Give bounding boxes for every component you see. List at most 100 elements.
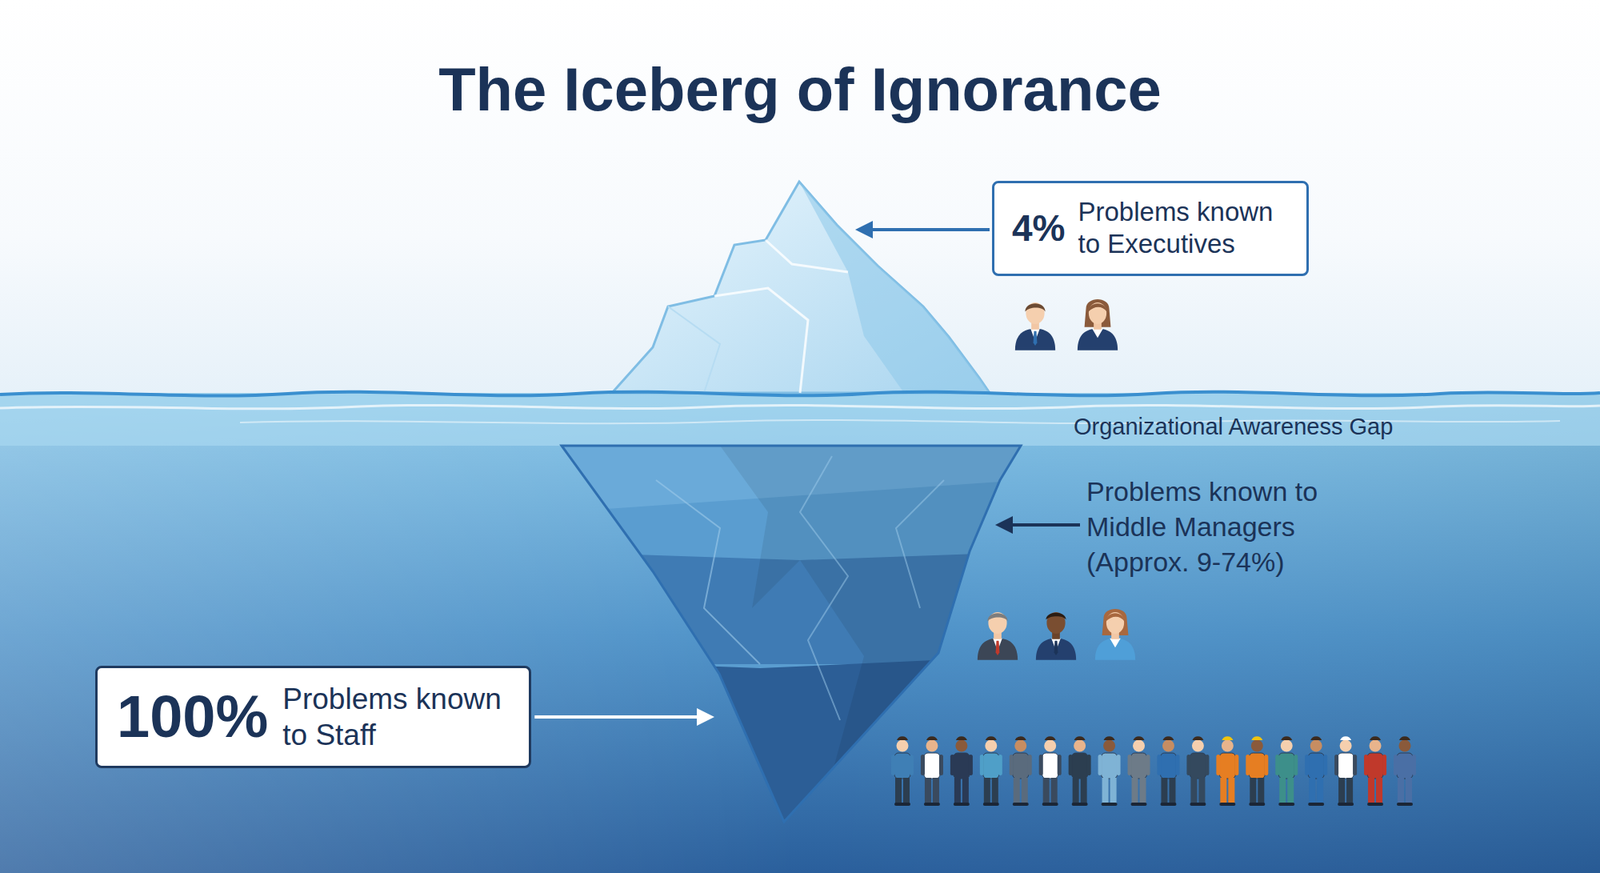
staff-shoes	[1072, 802, 1088, 806]
staff-hair	[1369, 736, 1381, 740]
staff-shoes	[894, 802, 911, 806]
staff-head	[925, 740, 938, 752]
staff-figure	[1128, 736, 1151, 806]
staff-head	[1132, 740, 1145, 752]
staff-head	[1340, 740, 1352, 752]
staff-leg	[1376, 777, 1383, 804]
staff-body	[1131, 752, 1148, 779]
staff-body	[1278, 752, 1295, 779]
staff-body	[1248, 752, 1265, 779]
iceberg-tip	[612, 181, 990, 393]
staff-hair	[1192, 736, 1204, 740]
iceberg-underwater	[560, 445, 1024, 832]
staff-leg	[1190, 777, 1197, 804]
staff-arm	[1334, 754, 1339, 776]
staff-head	[984, 740, 997, 752]
staff-hair	[1044, 736, 1056, 740]
staff-arm	[1039, 754, 1044, 776]
staff-body	[1101, 752, 1118, 779]
staff-leg	[1021, 777, 1028, 804]
staff-arm	[1087, 754, 1092, 776]
staff-figure	[1245, 736, 1268, 806]
staff-head	[1192, 740, 1204, 752]
staff-hair	[1280, 736, 1292, 740]
staff-hair	[1221, 736, 1233, 740]
staff-arm	[1057, 754, 1062, 776]
staff-head	[1369, 740, 1382, 752]
staff-shoes	[1012, 802, 1029, 806]
staff-leg	[1080, 777, 1088, 804]
staff-leg	[1140, 777, 1147, 804]
staff-leg	[1043, 777, 1050, 804]
staff-body	[1072, 752, 1088, 779]
staff-arm	[1216, 754, 1220, 776]
staff-leg	[954, 777, 961, 804]
staff-hair	[1162, 736, 1174, 740]
staff-head	[1251, 740, 1264, 752]
staff-leg	[962, 777, 969, 804]
staff-leg	[1072, 777, 1080, 804]
staff-hair	[1015, 736, 1027, 740]
staff-arm	[1275, 754, 1280, 776]
callout-box: 4%Problems known to Executives	[992, 180, 1309, 276]
staff-body	[1160, 752, 1176, 779]
staff-arm	[1393, 754, 1398, 776]
staff-shoes	[1337, 802, 1354, 806]
staff-shoes	[1219, 802, 1236, 806]
staff-shoes	[1308, 802, 1324, 806]
staff-figure	[1186, 736, 1209, 806]
staff-leg	[1308, 777, 1316, 804]
staff-leg	[1110, 777, 1117, 804]
diagram-title: The Iceberg of Ignorance	[0, 54, 1600, 124]
staff-leg	[992, 777, 999, 804]
manager-arrow-head	[995, 516, 1013, 534]
staff-figure	[1156, 736, 1180, 806]
staff-arm	[1304, 754, 1309, 776]
staff-body	[894, 752, 911, 779]
staff-arm	[980, 754, 984, 776]
staff-arm	[1186, 754, 1191, 776]
callout-text: Problems known to Staff	[282, 680, 508, 753]
staff-leg	[1338, 777, 1345, 804]
executive-arrow-shaft	[872, 228, 990, 232]
staff-arm	[998, 754, 1003, 776]
staff-arm	[1028, 754, 1032, 776]
staff-body	[1189, 752, 1206, 779]
staff-body	[983, 752, 1000, 779]
staff-leg	[1132, 777, 1139, 804]
staff-arm	[1068, 754, 1073, 776]
staff-arm	[1412, 754, 1416, 776]
executive-icons	[1015, 299, 1118, 351]
staff-figures	[891, 736, 1416, 806]
staff-hair	[1399, 736, 1411, 740]
staff-hair	[1340, 736, 1352, 740]
staff-arm	[1156, 754, 1161, 776]
staff-hair	[1133, 736, 1145, 740]
staff-hair	[1104, 736, 1116, 740]
staff-arrow-head	[696, 708, 715, 726]
staff-leg	[1397, 777, 1404, 804]
staff-head	[896, 740, 909, 752]
staff-figure	[980, 736, 1003, 806]
staff-arm	[1128, 754, 1132, 776]
staff-arm	[950, 754, 955, 776]
staff-hair	[926, 736, 938, 740]
sea	[0, 392, 1600, 873]
sky	[0, 0, 1600, 396]
staff-leg	[924, 777, 932, 804]
staff-body	[1337, 752, 1354, 779]
staff-leg	[1160, 777, 1168, 804]
staff-leg	[1279, 777, 1286, 804]
staff-leg	[1102, 777, 1109, 804]
executive-arrow	[855, 220, 990, 239]
staff-arm	[1146, 754, 1151, 776]
sea-shade	[0, 392, 1600, 873]
staff-leg	[1051, 777, 1058, 804]
staff-arm	[1264, 754, 1268, 776]
staff-arm	[1352, 754, 1357, 776]
staff-shoes	[1278, 802, 1295, 806]
staff-arm	[1098, 754, 1103, 776]
staff-leg	[1198, 777, 1205, 804]
staff-arrow-shaft	[534, 715, 697, 719]
gap-label: Organizational Awareness Gap	[1073, 412, 1393, 443]
